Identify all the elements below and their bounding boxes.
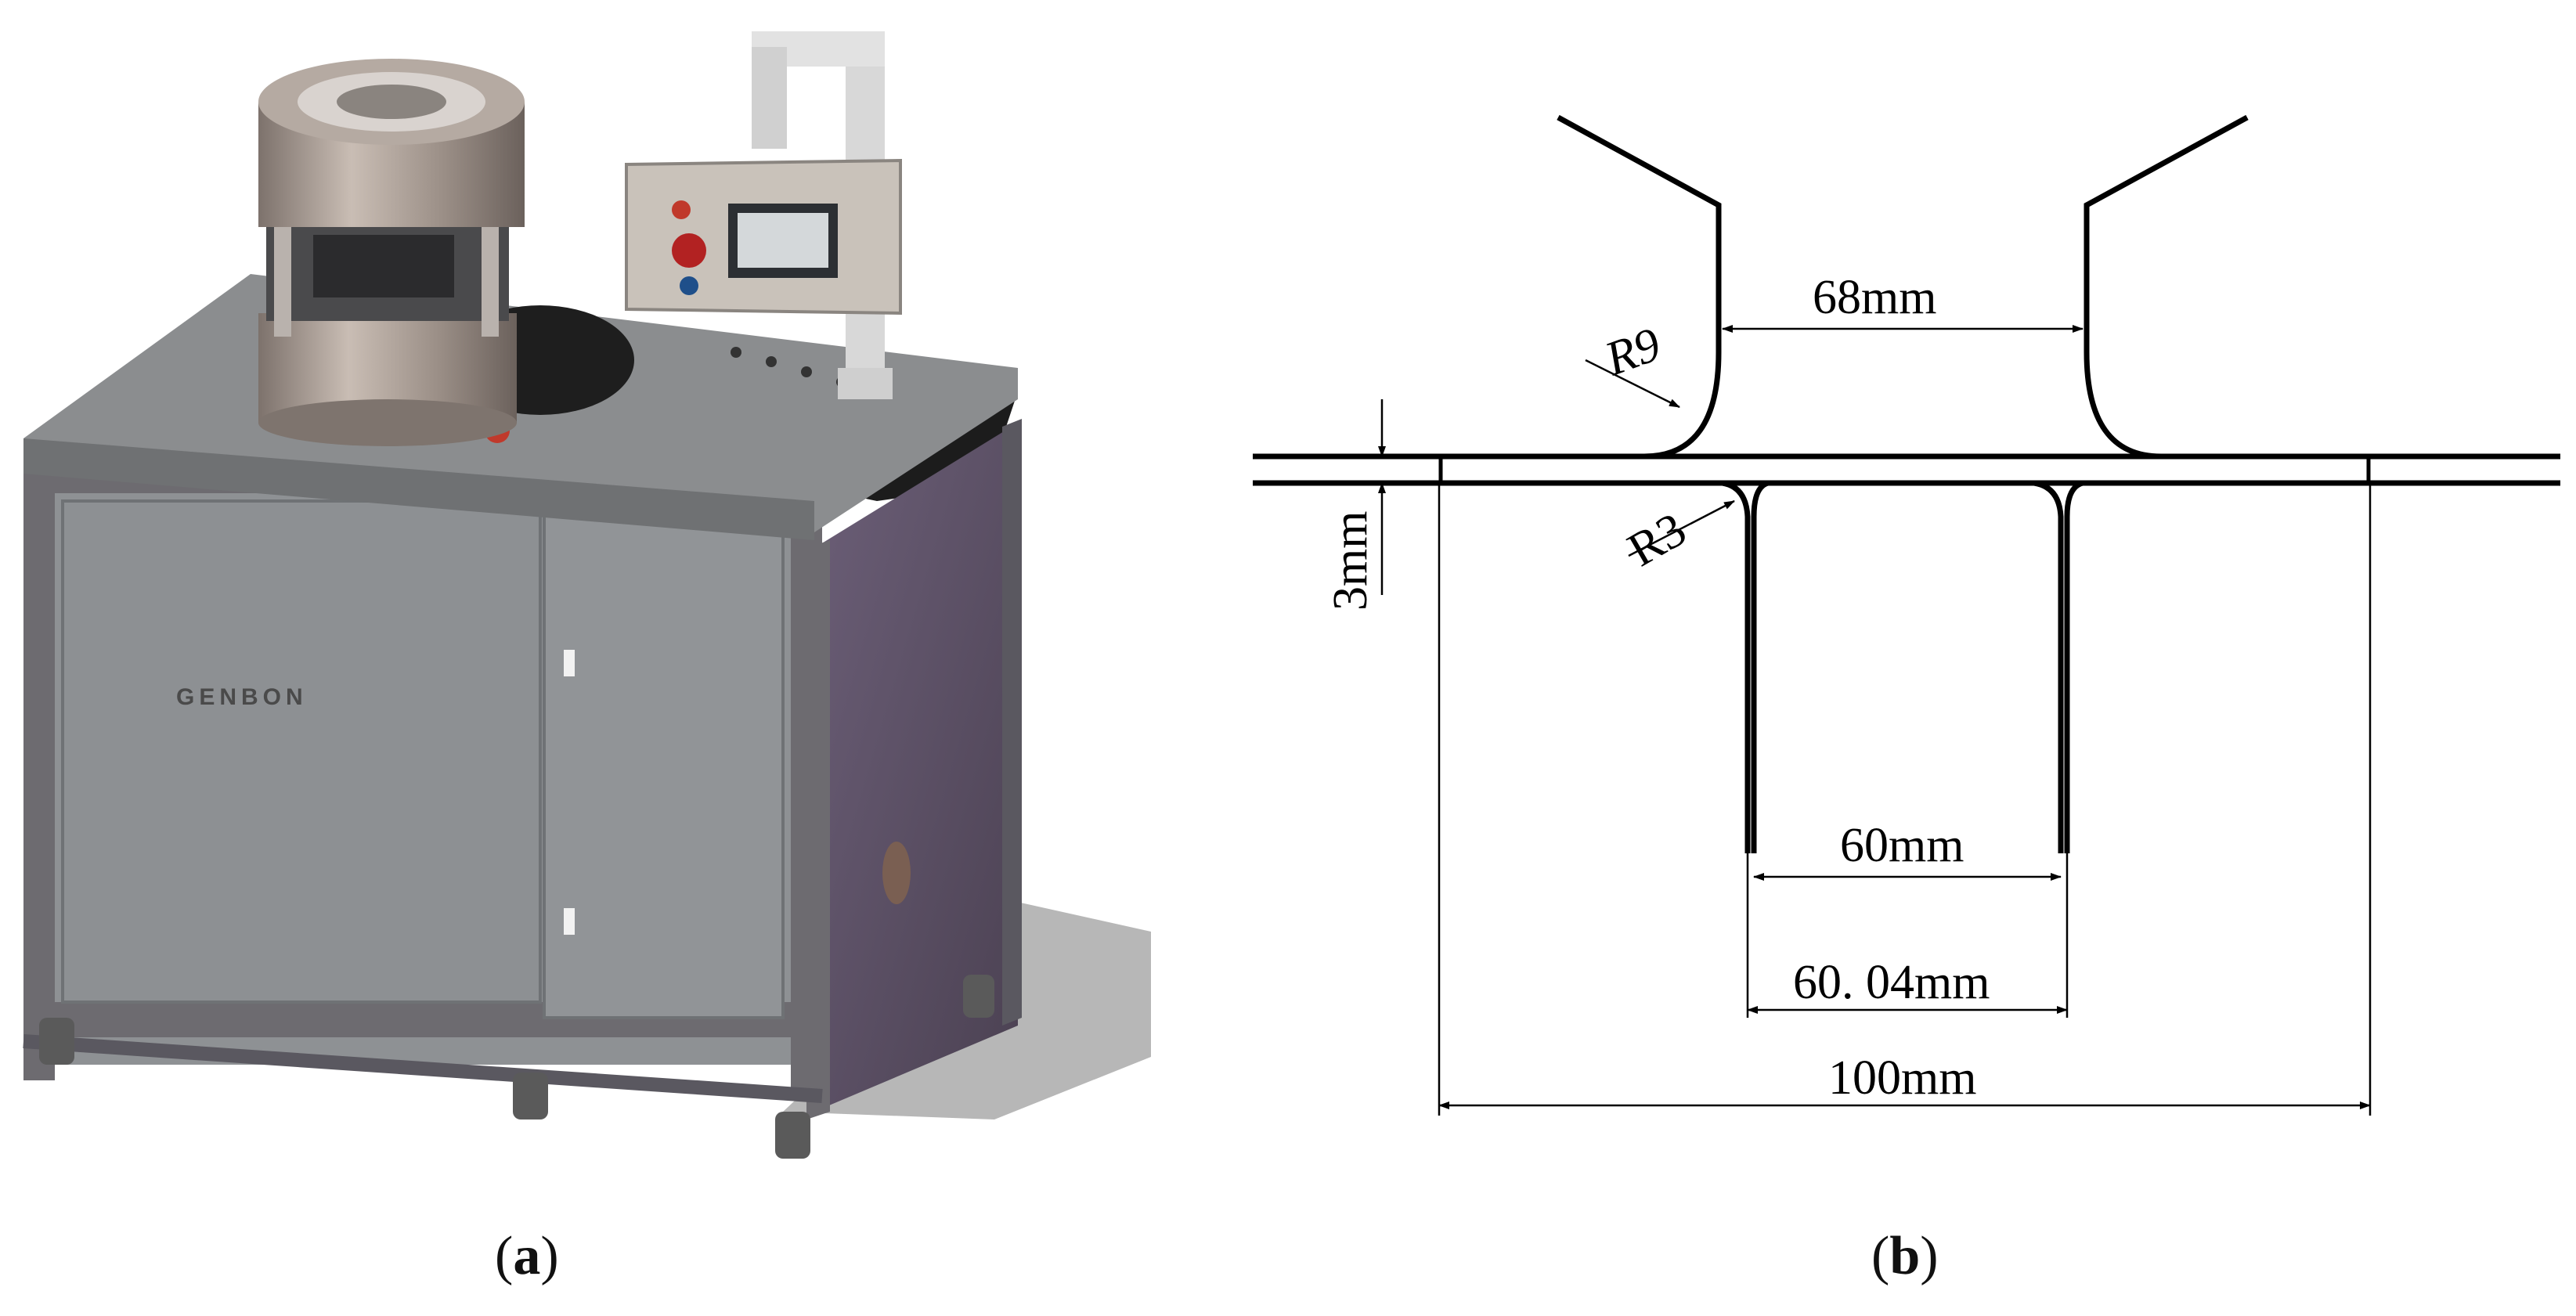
upper-punch-right-fillet	[2084, 352, 2162, 460]
door-latch-lower	[564, 908, 575, 935]
label-r9: R9	[1598, 318, 1668, 387]
lower-die-right	[2033, 480, 2084, 853]
red-indicator	[672, 200, 691, 219]
table-top-edge	[23, 438, 814, 540]
label-3mm: 3mm	[1324, 511, 1377, 611]
panel-label-a: (a)	[495, 1226, 559, 1286]
dim-r3-leader	[1628, 499, 1735, 557]
lower-die-left	[1722, 480, 1770, 853]
brand-text: GENBON	[176, 684, 308, 710]
table-hole	[731, 347, 741, 358]
table-hole	[766, 356, 777, 367]
side-frame-post-back	[1002, 419, 1022, 1026]
upper-punch-left-fillet	[1643, 352, 1722, 460]
upper-punch-left	[1557, 114, 1722, 352]
label-60mm: 60mm	[1840, 819, 1964, 872]
press-unit	[258, 59, 525, 446]
front-frame-left	[23, 470, 55, 1080]
front-frame-right	[791, 470, 822, 1096]
front-frame-bottom-edge	[23, 1034, 823, 1103]
dim-r9-leader	[1585, 359, 1680, 409]
table-hole	[801, 366, 812, 377]
door-latch-upper	[564, 650, 575, 676]
label-r3: R3	[1619, 503, 1695, 577]
emergency-stop-panel	[672, 233, 706, 268]
machine-illustration: GENBON	[23, 31, 1151, 1159]
side-cable-port	[882, 842, 911, 904]
right-door	[543, 499, 785, 1019]
dimension-labels: 68mm R9 R3 3mm 60mm 60. 04mm 100mm	[1324, 271, 1990, 1105]
label-6004mm: 60. 04mm	[1793, 956, 1990, 1009]
upper-punch-right	[2084, 114, 2249, 352]
caster-wheels	[39, 975, 994, 1159]
label-68mm: 68mm	[1813, 271, 1936, 324]
cross-section-drawing	[1253, 114, 2560, 1116]
cabinet-side-panel	[814, 423, 1018, 1112]
label-100mm: 100mm	[1828, 1051, 1976, 1105]
panel-label-b: (b)	[1871, 1226, 1939, 1286]
control-panel-assembly	[625, 31, 902, 399]
blue-indicator	[680, 276, 698, 295]
left-door	[61, 499, 542, 1004]
